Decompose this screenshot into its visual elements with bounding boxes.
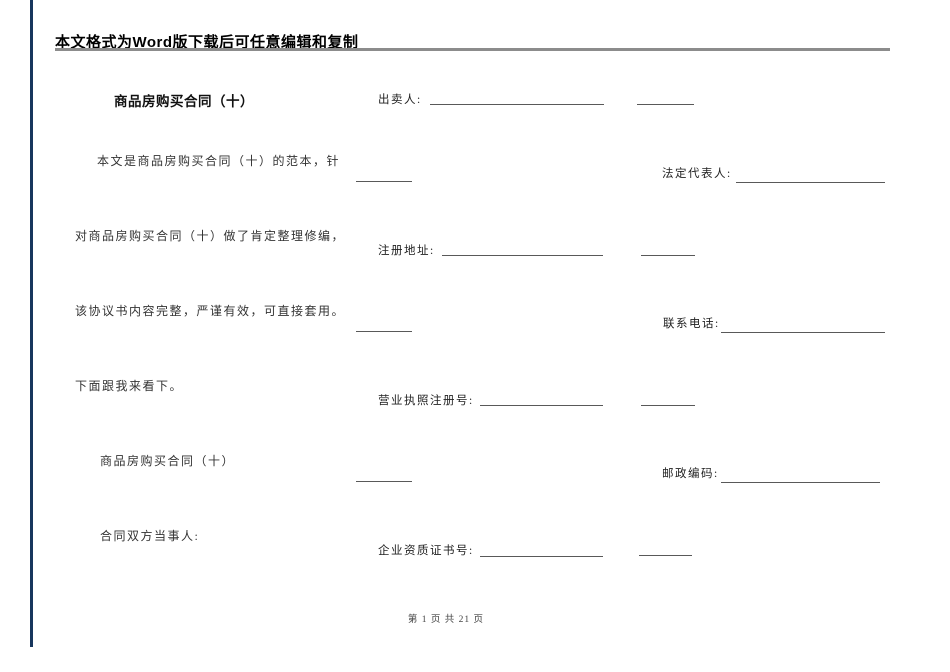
mid-blank-line-2 xyxy=(356,331,412,332)
cert-label: 企业资质证书号: xyxy=(378,545,474,557)
seller-blank-line xyxy=(430,104,604,105)
legal-rep-label: 法定代表人: xyxy=(662,168,732,180)
intro-line-2: 对商品房购买合同（十）做了肯定整理修编， xyxy=(75,229,346,243)
seller-label: 出卖人: xyxy=(378,94,422,106)
license-label: 营业执照注册号: xyxy=(378,395,474,407)
postcode-label: 邮政编码: xyxy=(662,468,719,480)
page-title: 商品房购买合同（十） xyxy=(114,94,254,109)
header-notice: 本文格式为Word版下载后可任意编辑和复制 xyxy=(55,34,359,51)
postcode-blank-line xyxy=(721,482,880,483)
cert-blank-line-2 xyxy=(639,555,692,556)
address-blank-line xyxy=(442,255,603,256)
intro-line-4: 下面跟我来看下。 xyxy=(75,379,184,393)
phone-blank-line xyxy=(721,332,885,333)
license-blank-line-2 xyxy=(641,405,695,406)
license-blank-line xyxy=(480,405,603,406)
subtitle-line: 商品房购买合同（十） xyxy=(100,454,236,468)
left-margin-bar xyxy=(30,0,33,647)
mid-blank-line-3 xyxy=(356,481,412,482)
mid-blank-line-1 xyxy=(356,181,412,182)
phone-label: 联系电话: xyxy=(663,318,720,330)
header-rule xyxy=(55,48,890,51)
address-label: 注册地址: xyxy=(378,245,435,257)
seller-blank-line-2 xyxy=(637,104,694,105)
page-number: 第 1 页 共 21 页 xyxy=(407,615,485,625)
address-blank-line-2 xyxy=(641,255,695,256)
intro-line-3: 该协议书内容完整，严谨有效，可直接套用。 xyxy=(75,304,346,318)
cert-blank-line xyxy=(480,556,603,557)
legal-rep-blank-line xyxy=(736,182,885,183)
parties-line: 合同双方当事人: xyxy=(100,529,200,543)
intro-line-1: 本文是商品房购买合同（十）的范本，针 xyxy=(97,154,341,168)
